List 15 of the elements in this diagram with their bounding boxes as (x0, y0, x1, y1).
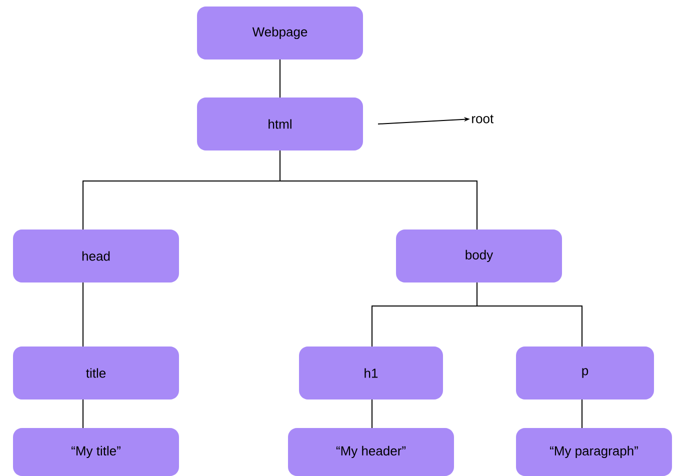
connector-line (82, 399, 84, 428)
tree-box: “My header” (288, 428, 454, 476)
connector-line (82, 282, 84, 347)
connector-line (280, 150, 478, 230)
tree-box: html (197, 98, 363, 150)
tree-box: “My paragraph” (516, 428, 672, 476)
tree-box: title (13, 346, 179, 400)
connector-line (476, 282, 582, 347)
tree-box: head (13, 230, 179, 282)
tree-box: “My title” (13, 428, 179, 476)
tree-box: h1 (299, 346, 443, 400)
bare-label: root (472, 114, 494, 124)
tree-box: p (516, 346, 654, 400)
tree-box: Webpage (197, 6, 363, 60)
tree-box: body (396, 230, 562, 282)
